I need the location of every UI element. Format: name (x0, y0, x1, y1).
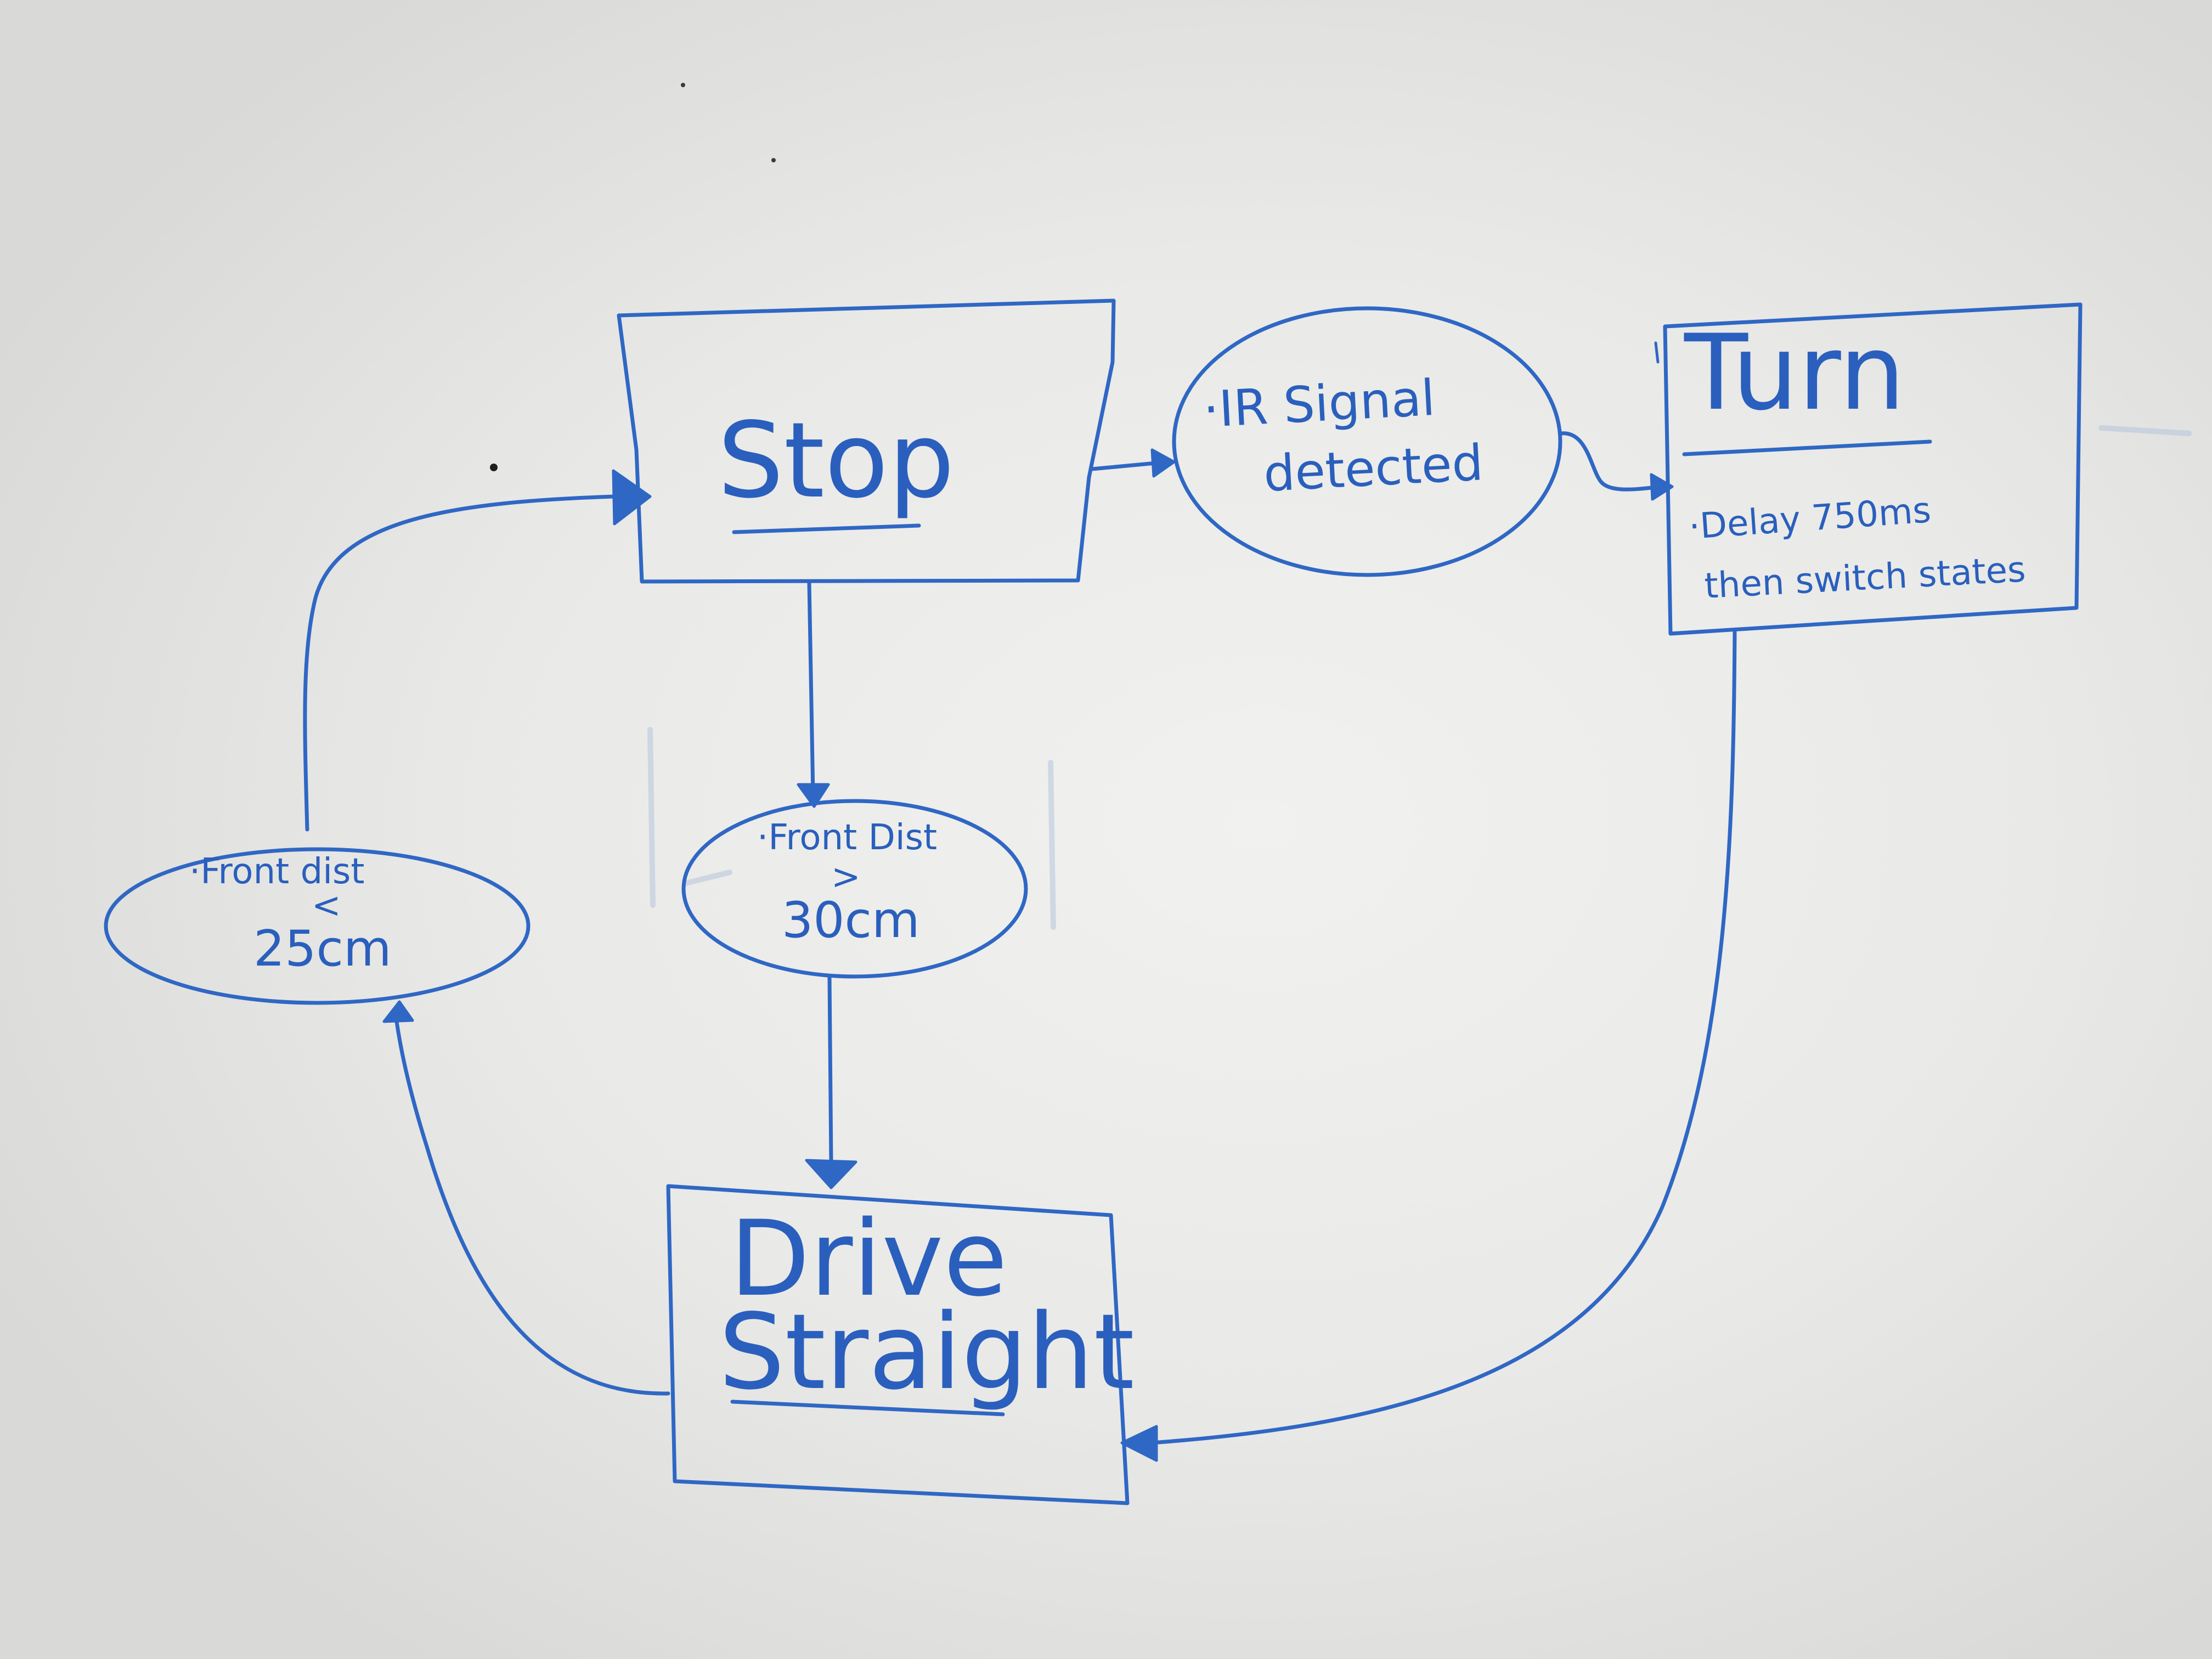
front-far-line3: 30cm (782, 891, 920, 949)
ir-line1: ·IR Signal (1202, 369, 1437, 439)
erased-marks (647, 425, 2192, 930)
condition-front-near: ·Front dist < 25cm (104, 847, 531, 1005)
stop-title: Stop (718, 400, 955, 521)
arrow-front-near-to-stop (303, 469, 652, 832)
front-near-line1: ·Front dist (189, 851, 364, 892)
drive-box (666, 1184, 1130, 1505)
condition-front-far: ·Front Dist > 30cm (681, 799, 1028, 979)
drive-title-line1: Drive (730, 1198, 1008, 1319)
front-near-line2: < (312, 885, 341, 926)
ir-line2: detected (1262, 434, 1485, 503)
turn-note-line2: then switch states (1703, 549, 2027, 607)
state-turn: Turn ·Delay 750ms then switch states (1654, 302, 2083, 636)
turn-note-line1: ·Delay 750ms (1688, 490, 1932, 548)
drive-underline (730, 1400, 1005, 1417)
state-stop: Stop (617, 298, 1116, 584)
stop-underline (732, 523, 921, 534)
turn-box (1663, 302, 2083, 636)
drive-title-line2: Straight (719, 1291, 1135, 1413)
front-far-line1: ·Front Dist (757, 817, 937, 858)
turn-underline (1682, 439, 1932, 456)
ir-ellipse (1172, 306, 1562, 577)
condition-ir: ·IR Signal detected (1172, 306, 1562, 577)
arrow-front-far-to-drive (805, 975, 857, 1189)
front-far-ellipse (681, 799, 1028, 979)
turn-title: Turn (1684, 312, 1905, 433)
front-near-line3: 25cm (253, 920, 392, 978)
arrow-turn-to-drive (1120, 629, 1737, 1462)
arrow-drive-to-front-near (382, 1000, 670, 1396)
front-near-ellipse (104, 847, 531, 1005)
arrow-ir-to-turn (1559, 431, 1674, 501)
marker-dots (490, 83, 776, 471)
arrow-stop-to-front-far (797, 580, 830, 808)
state-drive-straight: Drive Straight (666, 1184, 1135, 1505)
arrow-stop-to-ir (1090, 448, 1176, 478)
stop-box (617, 298, 1116, 584)
front-far-line2: > (831, 857, 861, 898)
